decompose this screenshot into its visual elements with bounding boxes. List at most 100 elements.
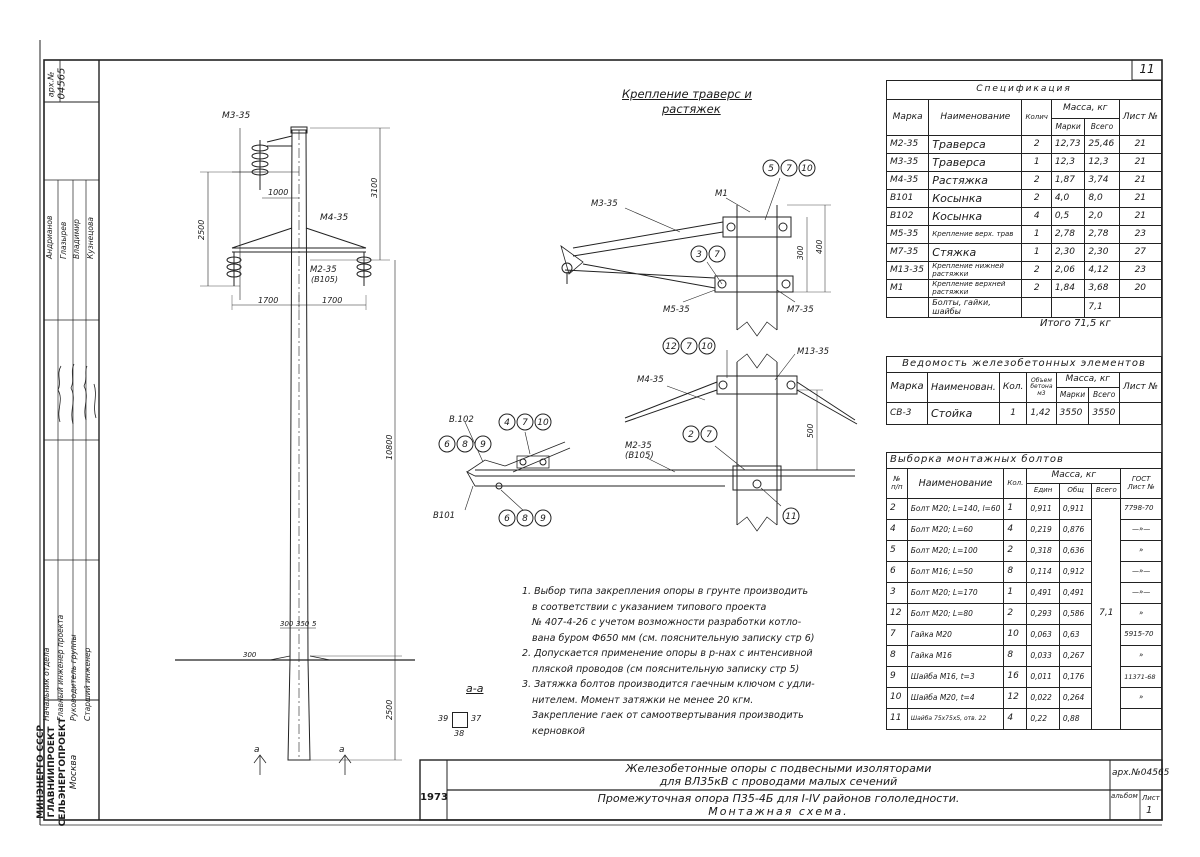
rc-h-name: Наименован. (927, 372, 1000, 403)
rc-h-total: Всего (1088, 387, 1120, 403)
callout-a-1: 5 (768, 164, 774, 174)
callout-d-2: 7 (522, 418, 528, 428)
notes-block: 1. Выбор типа закрепления опоры в грунте… (522, 584, 877, 739)
role-4: Старший инженер (82, 647, 92, 721)
pole-d2500a: 2500 (197, 220, 206, 240)
name-3: Владимир (72, 219, 81, 259)
pole-d1700b: 1700 (322, 296, 342, 305)
spec-h-unit: Марки (1050, 118, 1086, 136)
detail-m7: М7-35 (787, 305, 814, 315)
callout-b-1: 3 (696, 250, 702, 260)
bolts-title: Выборка монтажных болтов (886, 452, 1162, 469)
bolts-h-mass: Масса, кг (1026, 468, 1122, 484)
section-39: 39 (438, 714, 449, 723)
org-line-4: Москва (69, 754, 79, 790)
stamp-title-2: для ВЛ35кВ с проводами малых сечений (659, 775, 898, 788)
note-1c: № 407-4-26 с учетом возможности разработ… (532, 617, 802, 628)
spec-h-mass: Масса, кг (1050, 99, 1120, 119)
archive-value: 04565 (56, 67, 68, 100)
callout-e-2: 8 (462, 440, 468, 450)
note-3b: нителем. Момент затяжки не менее 20 кгм. (532, 694, 754, 706)
note-1b: в соответствии с указанием типового прое… (532, 601, 767, 613)
detail-title-1: Крепление траверс и (622, 87, 752, 101)
bolts-h-qty: Кол. (1003, 468, 1028, 499)
note-2: 2. Допускается применение опоры в р-нах … (522, 648, 813, 659)
note-3d: керновкой (532, 725, 585, 737)
rc-h-mark: Марка (886, 372, 928, 403)
spec-h-sheet: Лист № (1118, 99, 1163, 136)
stamp-title-4: Монтажная схема. (708, 805, 849, 818)
callout-c-1: 12 (665, 342, 677, 352)
rc-h-vol: Объем бетона м3 (1026, 372, 1057, 403)
note-1: 1. Выбор типа закрепления опоры в грунте… (522, 586, 809, 597)
bolts-h-no: № п/п (886, 468, 908, 499)
bolts-h-sum: Общ (1058, 483, 1093, 499)
spec-h-name: Наименование (928, 99, 1023, 136)
detail-m4: М4-35 (637, 375, 664, 385)
role-1: Начальник отдела (42, 647, 51, 721)
section-square (452, 712, 468, 728)
pole-d5: 5 (312, 620, 317, 628)
callout-e-1: 6 (444, 440, 450, 450)
signatures (57, 363, 97, 425)
org-line-1: МИНЭНЕРГО СССР (36, 725, 46, 819)
rc-table: Ведомость железобетонных элементов Марка… (886, 356, 1163, 425)
detail-m1: М1 (715, 189, 728, 199)
callout-c-2: 7 (686, 342, 692, 352)
spec-h-mark: Марка (885, 99, 930, 136)
detail-b102: В.102 (449, 415, 474, 425)
rc-h-unit: Марки (1055, 387, 1090, 403)
callout-c-3: 10 (701, 342, 713, 352)
callout-h-3: 9 (540, 514, 546, 524)
stamp-title-3: Промежуточная опора П35-4Б для I-IV райо… (597, 792, 960, 805)
spec-total: Итого 71,5 кг (1040, 318, 1111, 329)
spec-h-total: Всего (1084, 118, 1120, 136)
pole-m4: М4-35 (320, 213, 348, 223)
detail-b101: В101 (433, 511, 455, 521)
rc-h-sheet: Лист № (1118, 372, 1163, 403)
note-3c: Закрепление гаек от самоотвертывания про… (532, 710, 804, 721)
pole-d300: 300 (280, 620, 294, 628)
note-3: 3. Затяжка болтов производится гаечным к… (522, 679, 815, 690)
section-label: а-а (466, 682, 484, 695)
callout-h-1: 6 (504, 514, 510, 524)
stamp-sheet-no: 1 (1146, 805, 1153, 816)
callout-g-1: 11 (785, 512, 796, 522)
stamp-title-1: Железобетонные опоры с подвесными изолят… (625, 762, 932, 775)
names-block: Андрианов Глазырев Владимир Кузнецова (44, 180, 99, 259)
stamp-album: альбом (1111, 792, 1138, 800)
note-2b: пляской проводов (см пояснительную запис… (532, 663, 800, 675)
bolts-h-unit: Един (1026, 483, 1060, 499)
pole-drawing: М3-35 М4-35 М2-35 (В105) 1000 2500 3100 … (175, 111, 415, 775)
pole-d350: 350 (296, 620, 310, 628)
bolts-h-gost: ГОСТ Лист № (1120, 468, 1162, 499)
archive-label: арх.№ (46, 71, 56, 98)
detail-d300: 300 (796, 245, 805, 260)
section-a-left: а (254, 745, 260, 755)
callout-a-2: 7 (786, 164, 792, 174)
pole-b105: (В105) (311, 275, 338, 284)
detail-m5: М5-35 (663, 305, 690, 315)
bolts-table: Выборка монтажных болтов № п/п Наименова… (886, 452, 1162, 730)
section-a-right: а (339, 745, 345, 755)
callout-f-2: 7 (706, 430, 712, 440)
note-1d: вана буром Ф650 мм (см. пояснительную за… (532, 632, 815, 644)
rc-h-qty: Кол. (998, 372, 1028, 403)
detail-m2: М2-35 (625, 441, 652, 451)
pole-d3100: 3100 (370, 178, 379, 198)
detail-drawing: 5 7 10 3 7 12 7 10 4 7 10 6 8 9 2 7 11 6… (433, 159, 858, 532)
pole-d1700a: 1700 (258, 296, 278, 305)
